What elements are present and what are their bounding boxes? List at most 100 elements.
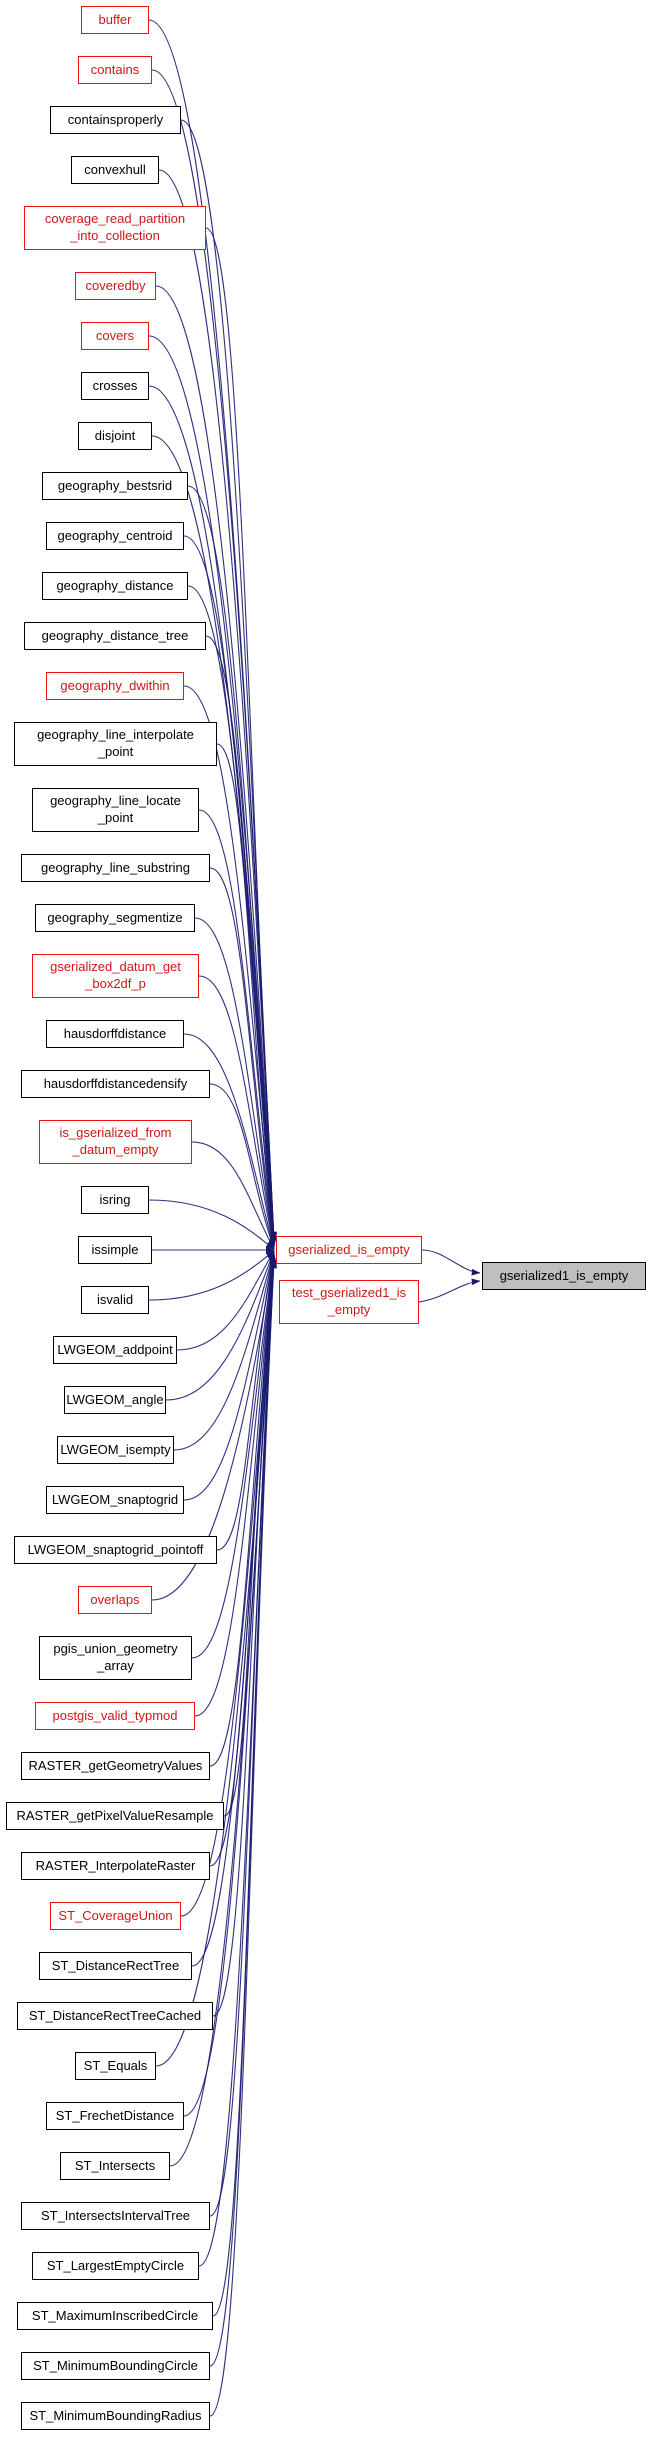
graph-node-geography_line_interpolate_point[interactable]: geography_line_interpolate_point: [14, 722, 217, 766]
node-label: hausdorffdistancedensify: [43, 1075, 188, 1091]
graph-node-ST_Equals[interactable]: ST_Equals: [75, 2052, 156, 2080]
graph-node-ST_CoverageUnion[interactable]: ST_CoverageUnion: [50, 1902, 181, 1930]
graph-node-isvalid[interactable]: isvalid: [81, 1286, 149, 1314]
graph-node-issimple[interactable]: issimple: [78, 1236, 152, 1264]
graph-node-gserialized_datum_get_box2df_p[interactable]: gserialized_datum_get_box2df_p: [32, 954, 199, 998]
call-edge: [165, 1250, 275, 1401]
node-label: LWGEOM_isempty: [60, 1441, 171, 1457]
node-label: geography_line_locate: [50, 793, 181, 809]
graph-node-covers[interactable]: covers: [81, 322, 149, 350]
node-label: _point: [97, 810, 134, 825]
node-label: ST_Intersects: [74, 2157, 156, 2173]
graph-node-ST_LargestEmptyCircle[interactable]: ST_LargestEmptyCircle: [32, 2252, 199, 2280]
graph-node-LWGEOM_snaptogrid_pointoff[interactable]: LWGEOM_snaptogrid_pointoff: [14, 1536, 217, 1564]
graph-node-geography_centroid[interactable]: geography_centroid: [46, 522, 184, 550]
node-label: ST_Equals: [83, 2057, 148, 2073]
graph-node-geography_distance[interactable]: geography_distance: [42, 572, 188, 600]
graph-node-RASTER_getGeometryValues[interactable]: RASTER_getGeometryValues: [21, 1752, 210, 1780]
node-label: LWGEOM_addpoint: [57, 1341, 173, 1357]
call-edge: [418, 1278, 481, 1303]
graph-node-crosses[interactable]: crosses: [81, 372, 149, 400]
graph-node-geography_line_substring[interactable]: geography_line_substring: [21, 854, 210, 882]
node-label: ST_LargestEmptyCircle: [46, 2257, 185, 2273]
graph-node-gserialized_is_empty[interactable]: gserialized_is_empty: [276, 1236, 422, 1264]
node-label: geography_distance: [56, 577, 174, 593]
node-label: geography_centroid: [57, 527, 173, 543]
graph-node-isring[interactable]: isring: [81, 1186, 149, 1214]
call-edge: [183, 1251, 276, 1501]
node-label: ST_DistanceRectTree: [51, 1957, 180, 1973]
call-edge: [155, 1256, 277, 2067]
node-label: _into_collection: [70, 228, 160, 243]
graph-node-is_gserialized_from_datum_empty[interactable]: is_gserialized_from_datum_empty: [39, 1120, 192, 1164]
node-label: overlaps: [90, 1591, 140, 1607]
call-edge: [176, 1250, 275, 1351]
call-edge: [198, 1258, 277, 2267]
graph-node-hausdorffdistancedensify[interactable]: hausdorffdistancedensify: [21, 1070, 210, 1098]
node-label: contains: [90, 61, 140, 77]
call-edge: [151, 1252, 276, 1601]
graph-node-LWGEOM_snaptogrid[interactable]: LWGEOM_snaptogrid: [46, 1486, 184, 1514]
graph-node-containsproperly[interactable]: containsproperly: [50, 106, 181, 134]
node-label: disjoint: [94, 427, 136, 443]
node-label: is_gserialized_from: [59, 1125, 172, 1141]
graph-node-geography_bestsrid[interactable]: geography_bestsrid: [42, 472, 188, 500]
call-edge: [180, 1255, 277, 1917]
graph-node-hausdorffdistance[interactable]: hausdorffdistance: [46, 1020, 184, 1048]
call-edge: [183, 1033, 276, 1249]
graph-node-RASTER_InterpolateRaster[interactable]: RASTER_InterpolateRaster: [21, 1852, 210, 1880]
graph-node-RASTER_getPixelValueResample[interactable]: RASTER_getPixelValueResample: [6, 1802, 224, 1830]
graph-node-ST_MinimumBoundingRadius[interactable]: ST_MinimumBoundingRadius: [21, 2402, 210, 2430]
graph-node-geography_segmentize[interactable]: geography_segmentize: [35, 904, 195, 932]
graph-node-ST_FrechetDistance[interactable]: ST_FrechetDistance: [46, 2102, 184, 2130]
call-edge: [209, 867, 277, 1248]
graph-node-ST_MinimumBoundingCircle[interactable]: ST_MinimumBoundingCircle: [21, 2352, 210, 2380]
call-edge: [209, 1253, 277, 1767]
node-label: geography_distance_tree: [41, 627, 189, 643]
graph-node-coverage_read_partition_into_collection[interactable]: coverage_read_partition_into_collection: [24, 206, 206, 250]
node-label: gserialized_is_empty: [288, 1241, 410, 1257]
graph-node-gserialized1_is_empty[interactable]: gserialized1_is_empty: [482, 1262, 646, 1290]
graph-node-LWGEOM_addpoint[interactable]: LWGEOM_addpoint: [53, 1336, 177, 1364]
node-label: LWGEOM_snaptogrid_pointoff: [27, 1541, 204, 1557]
graph-node-convexhull[interactable]: convexhull: [71, 156, 159, 184]
graph-node-test_gserialized1_is_empty[interactable]: test_gserialized1_is_empty: [279, 1280, 419, 1324]
graph-node-buffer[interactable]: buffer: [81, 6, 149, 34]
call-edge: [194, 917, 276, 1248]
call-edge: [191, 1252, 277, 1659]
graph-node-overlaps[interactable]: overlaps: [78, 1586, 152, 1614]
node-label: RASTER_getGeometryValues: [28, 1757, 203, 1773]
node-label: coverage_read_partition: [44, 211, 186, 227]
graph-node-LWGEOM_angle[interactable]: LWGEOM_angle: [64, 1386, 166, 1414]
graph-node-geography_distance_tree[interactable]: geography_distance_tree: [24, 622, 206, 650]
call-edge: [205, 635, 277, 1246]
node-label: isring: [99, 1191, 131, 1207]
graph-node-ST_DistanceRectTreeCached[interactable]: ST_DistanceRectTreeCached: [17, 2002, 213, 2030]
graph-node-ST_MaximumInscribedCircle[interactable]: ST_MaximumInscribedCircle: [17, 2302, 213, 2330]
node-label: ST_DistanceRectTreeCached: [28, 2007, 202, 2023]
graph-node-geography_dwithin[interactable]: geography_dwithin: [46, 672, 184, 700]
node-label: LWGEOM_snaptogrid: [51, 1491, 179, 1507]
node-label: ST_MinimumBoundingCircle: [33, 2357, 198, 2373]
node-label: geography_segmentize: [47, 909, 183, 925]
graph-node-coveredby[interactable]: coveredby: [75, 272, 156, 300]
graph-node-pgis_union_geometry_array[interactable]: pgis_union_geometry_array: [39, 1636, 192, 1680]
call-edge: [209, 1259, 277, 2417]
call-edge: [187, 485, 277, 1245]
graph-node-ST_DistanceRectTree[interactable]: ST_DistanceRectTree: [39, 1952, 192, 1980]
graph-node-postgis_valid_typmod[interactable]: postgis_valid_typmod: [35, 1702, 195, 1730]
graph-node-contains[interactable]: contains: [78, 56, 152, 84]
node-label: geography_line_interpolate: [37, 727, 194, 743]
graph-node-disjoint[interactable]: disjoint: [78, 422, 152, 450]
graph-node-LWGEOM_isempty[interactable]: LWGEOM_isempty: [57, 1436, 174, 1464]
node-label: ST_FrechetDistance: [55, 2107, 175, 2123]
node-label: _array: [97, 1658, 134, 1673]
graph-node-ST_Intersects[interactable]: ST_Intersects: [60, 2152, 170, 2180]
graph-node-geography_line_locate_point[interactable]: geography_line_locate_point: [32, 788, 199, 832]
node-label: _point: [97, 744, 134, 759]
call-edge: [191, 1141, 275, 1250]
graph-node-ST_IntersectsIntervalTree[interactable]: ST_IntersectsIntervalTree: [21, 2202, 210, 2230]
node-label: hausdorffdistance: [63, 1025, 167, 1041]
